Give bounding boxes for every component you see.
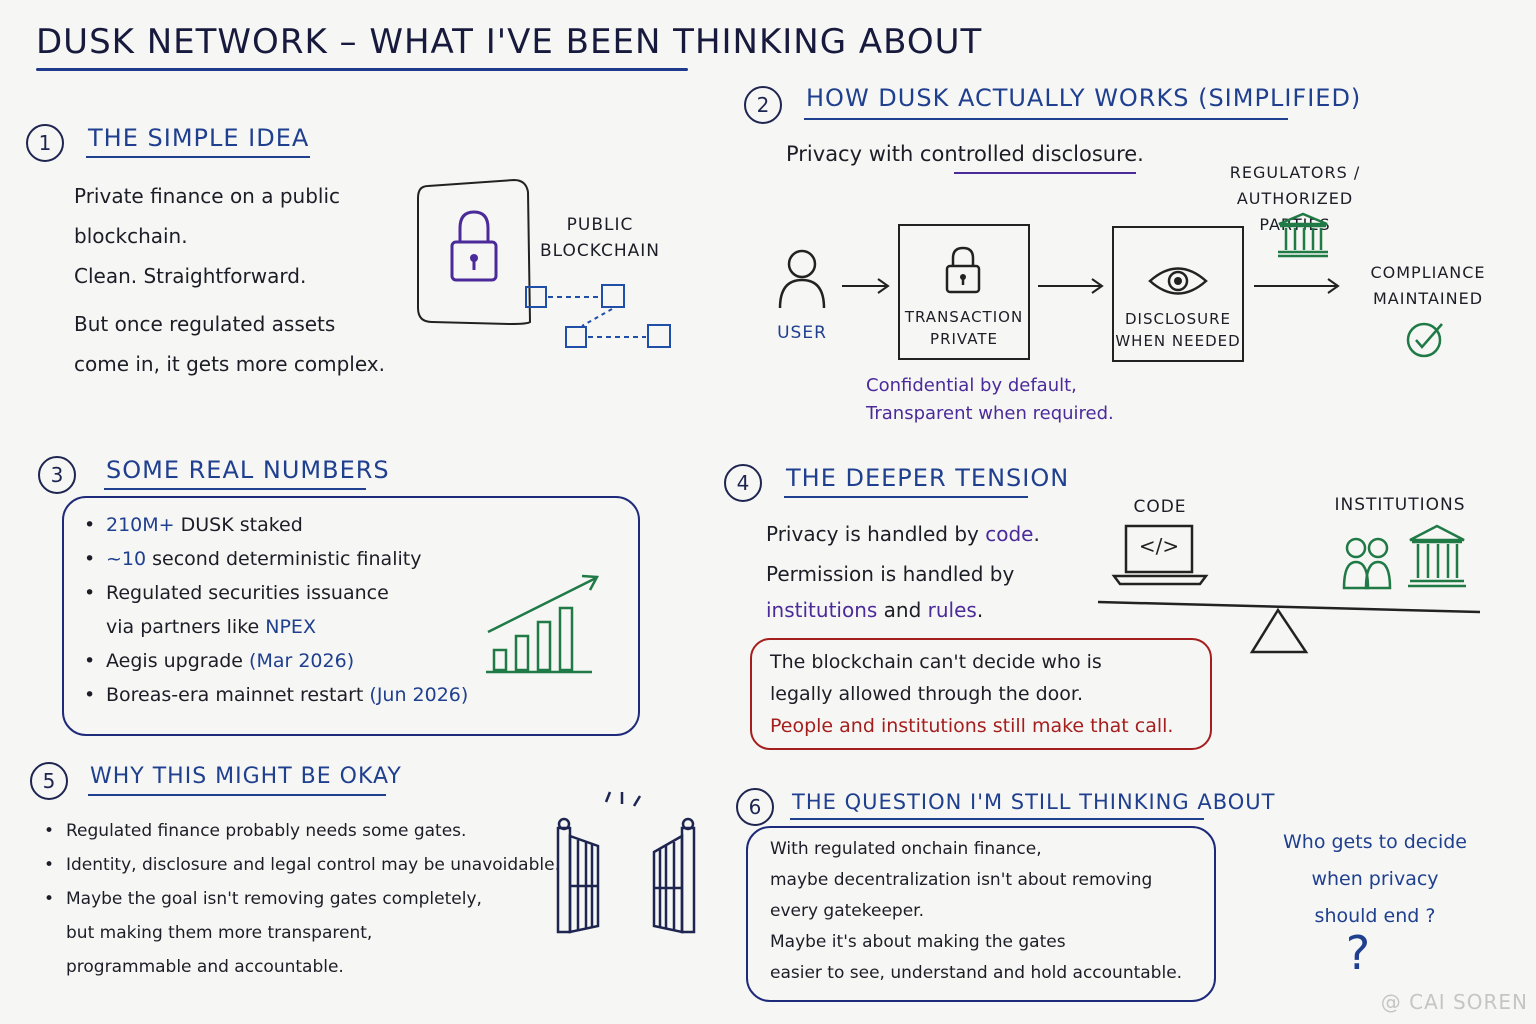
section-5-number: 5 xyxy=(30,762,68,800)
section-5-heading: WHY THIS MIGHT BE OKAY xyxy=(90,764,402,789)
confidential-note: Confidential by default, Transparent whe… xyxy=(866,375,1114,424)
section-5-underline xyxy=(88,794,386,796)
arrow-right-icon xyxy=(1038,278,1104,294)
institutions-label: INSTITUTIONS xyxy=(1334,495,1466,515)
eye-icon xyxy=(1148,267,1208,295)
list-item: Regulated securities issuance xyxy=(84,576,468,610)
regulator-building-icon xyxy=(1278,212,1328,258)
question-line: every gatekeeper. xyxy=(770,901,925,921)
section-6-underline xyxy=(790,818,1204,820)
s4-line: institutions and rules. xyxy=(766,598,984,622)
watermark: @ CAI SOREN xyxy=(1380,990,1528,1014)
section-4-heading: THE DEEPER TENSION xyxy=(786,464,1070,492)
public-blockchain-illustration xyxy=(417,178,671,348)
balance-scale-icon xyxy=(1097,600,1481,654)
transaction-private-box: TRANSACTION PRIVATE xyxy=(898,224,1030,360)
user-label: USER xyxy=(777,323,827,343)
s4-line: Permission is handled by xyxy=(766,562,1015,586)
s1-line: But once regulated assets xyxy=(74,312,336,336)
transaction-private-label: TRANSACTION PRIVATE xyxy=(904,308,1024,348)
section-2-number: 2 xyxy=(744,86,782,124)
numbers-list: 210M+ DUSK staked ~10 second determinist… xyxy=(84,508,468,712)
list-item: ~10 second deterministic finality xyxy=(84,542,468,576)
list-item-continued: via partners like NPEX xyxy=(106,616,316,638)
section-4-underline xyxy=(784,496,1028,498)
lock-icon xyxy=(945,246,981,294)
list-item: Boreas-era mainnet restart (Jun 2026) xyxy=(84,678,468,712)
checkmark-icon xyxy=(1406,322,1443,358)
open-gate-icon xyxy=(556,791,696,934)
s1-line: Private finance on a public xyxy=(74,184,341,208)
public-blockchain-label: PUBLIC BLOCKCHAIN xyxy=(540,215,661,261)
section-6-number: 6 xyxy=(736,788,774,826)
list-item: Aegis upgrade (Mar 2026) xyxy=(84,644,468,678)
callout-line: The blockchain can't decide who is xyxy=(770,651,1102,673)
numbers-box xyxy=(62,496,640,736)
s1-line: blockchain. xyxy=(74,224,188,248)
section-3-heading: SOME REAL NUMBERS xyxy=(106,456,390,484)
compliance-label: COMPLIANCE MAINTAINED xyxy=(1370,263,1486,308)
laptop-code-icon xyxy=(1111,524,1209,586)
question-line: With regulated onchain finance, xyxy=(770,839,1042,859)
building-icon xyxy=(1408,524,1466,588)
arrow-right-icon xyxy=(842,278,890,294)
question-line: Maybe it's about making the gates xyxy=(770,932,1066,952)
section-2-tagline: Privacy with controlled disclosure. xyxy=(786,142,1144,166)
callout-line: People and institutions still make that … xyxy=(770,715,1174,737)
question-box-text: With regulated onchain finance, maybe de… xyxy=(770,834,1182,989)
callout-line: legally allowed through the door. xyxy=(770,683,1083,705)
arrow-right-icon xyxy=(1254,278,1340,294)
question-mark-icon: ? xyxy=(1345,926,1371,980)
people-icon xyxy=(1342,537,1392,590)
list-item: Maybe the goal isn't removing gates comp… xyxy=(44,882,560,916)
question-box xyxy=(746,826,1216,1002)
disclosure-label: DISCLOSURE WHEN NEEDED xyxy=(1115,310,1241,350)
section-2-underline xyxy=(804,118,1288,120)
question-line: maybe decentralization isn't about remov… xyxy=(770,870,1153,890)
section-1-underline xyxy=(86,156,310,158)
institutions-icon xyxy=(1342,524,1466,590)
page-title: DUSK NETWORK – WHAT I'VE BEEN THINKING A… xyxy=(36,22,983,62)
lock-icon xyxy=(450,210,498,282)
tension-callout-text: The blockchain can't decide who is legal… xyxy=(770,646,1173,742)
section-3-number: 3 xyxy=(38,456,76,494)
okay-list: Regulated finance probably needs some ga… xyxy=(44,814,560,984)
list-item: Identity, disclosure and legal control m… xyxy=(44,848,560,882)
s1-line: come in, it gets more complex. xyxy=(74,352,385,376)
section-1-number: 1 xyxy=(26,124,64,162)
section-3-underline xyxy=(104,488,366,490)
growth-chart-icon xyxy=(486,574,600,674)
side-question: Who gets to decide when privacy should e… xyxy=(1283,831,1467,927)
list-item-continued: but making them more transparent, xyxy=(66,923,373,943)
section-2-heading: HOW DUSK ACTUALLY WORKS (SIMPLIFIED) xyxy=(806,84,1362,112)
list-item: Regulated finance probably needs some ga… xyxy=(44,814,560,848)
s1-line: Clean. Straightforward. xyxy=(74,264,307,288)
s4-line: Privacy is handled by code. xyxy=(766,522,1040,546)
section-1-heading: THE SIMPLE IDEA xyxy=(88,124,310,152)
section-4-number: 4 xyxy=(724,464,762,502)
list-item: 210M+ DUSK staked xyxy=(84,508,468,542)
section-4-text: Privacy is handled by code. Permission i… xyxy=(766,516,1040,628)
blockchain-nodes-icon xyxy=(525,284,671,348)
code-label: CODE xyxy=(1133,497,1187,517)
disclosure-box: DISCLOSURE WHEN NEEDED xyxy=(1112,226,1244,362)
section-1-text: Private finance on a public blockchain. … xyxy=(74,176,385,384)
list-item-continued: programmable and accountable. xyxy=(66,957,344,977)
section-6-heading: THE QUESTION I'M STILL THINKING ABOUT xyxy=(792,790,1276,814)
title-underline xyxy=(36,68,688,71)
question-line: easier to see, understand and hold accou… xyxy=(770,963,1183,983)
user-icon xyxy=(778,249,826,309)
tagline-underline xyxy=(954,172,1136,174)
code-glyph: </> xyxy=(1138,534,1180,558)
tension-callout xyxy=(750,638,1212,750)
